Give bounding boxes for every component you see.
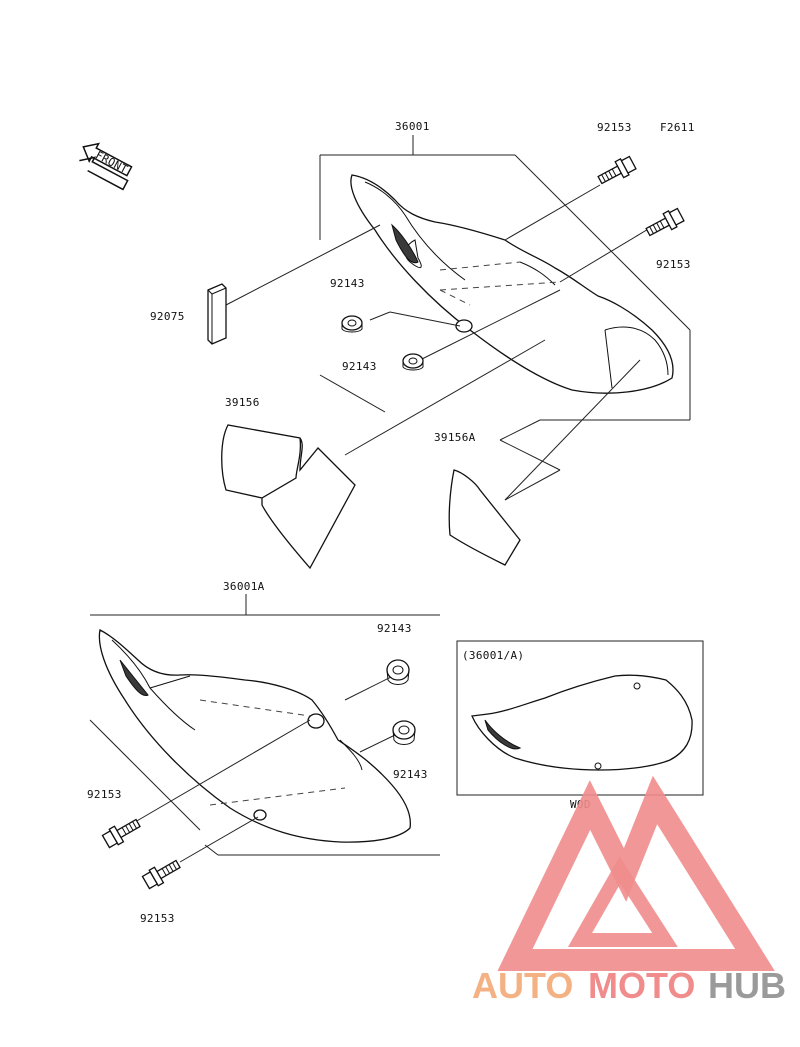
pad-92075	[207, 283, 227, 345]
label-92143-top2: 92143	[342, 360, 377, 373]
lower-leader-lines	[134, 674, 396, 863]
inset-variant-box: (36001/A) WOD	[456, 640, 704, 811]
inset-title: (36001/A)	[462, 649, 524, 662]
bolt-92153-bot1	[101, 818, 141, 849]
label-36001A: 36001A	[223, 580, 265, 593]
label-92143-bot2: 92143	[393, 768, 428, 781]
label-92075: 92075	[150, 310, 185, 323]
logo-text-moto: MOTO	[588, 965, 695, 1006]
figure-code: F2611	[660, 121, 695, 134]
upper-leader-lines	[225, 184, 651, 501]
upper-bracket-lines	[319, 135, 691, 501]
decal-39156	[221, 424, 356, 570]
grommet-92143-bot2	[392, 720, 416, 745]
label-36001: 36001	[395, 120, 430, 133]
label-39156: 39156	[225, 396, 260, 409]
label-92153-top1: 92153	[597, 121, 632, 134]
logo-text-hub: HUB	[708, 965, 786, 1006]
upper-dashed-guides	[439, 261, 561, 306]
grommet-92143-top1	[341, 315, 363, 333]
bolt-92153-bot2	[141, 859, 181, 890]
grommet-92143-bot1	[386, 659, 410, 685]
label-92153-bot2: 92153	[140, 912, 175, 925]
grommet-92143-top2	[402, 353, 424, 371]
front-arrow-icon: FRONT	[79, 142, 133, 191]
lower-bracket-lines	[89, 594, 440, 856]
label-92153-bot1: 92153	[87, 788, 122, 801]
label-39156A: 39156A	[434, 431, 476, 444]
bolt-92153-top2	[645, 207, 685, 237]
label-92153-top2: 92153	[656, 258, 691, 271]
decal-39156A	[448, 469, 521, 566]
logo-text-auto: AUTO	[472, 965, 573, 1006]
label-92143-bot1: 92143	[377, 622, 412, 635]
label-92143-top1: 92143	[330, 277, 365, 290]
automotohub-logo: AUTO MOTO HUB	[472, 775, 786, 1006]
side-cover-36001A	[98, 629, 411, 843]
side-cover-36001	[350, 174, 674, 394]
lower-dashed-guides	[199, 699, 346, 806]
bolt-92153-top1	[597, 155, 637, 185]
